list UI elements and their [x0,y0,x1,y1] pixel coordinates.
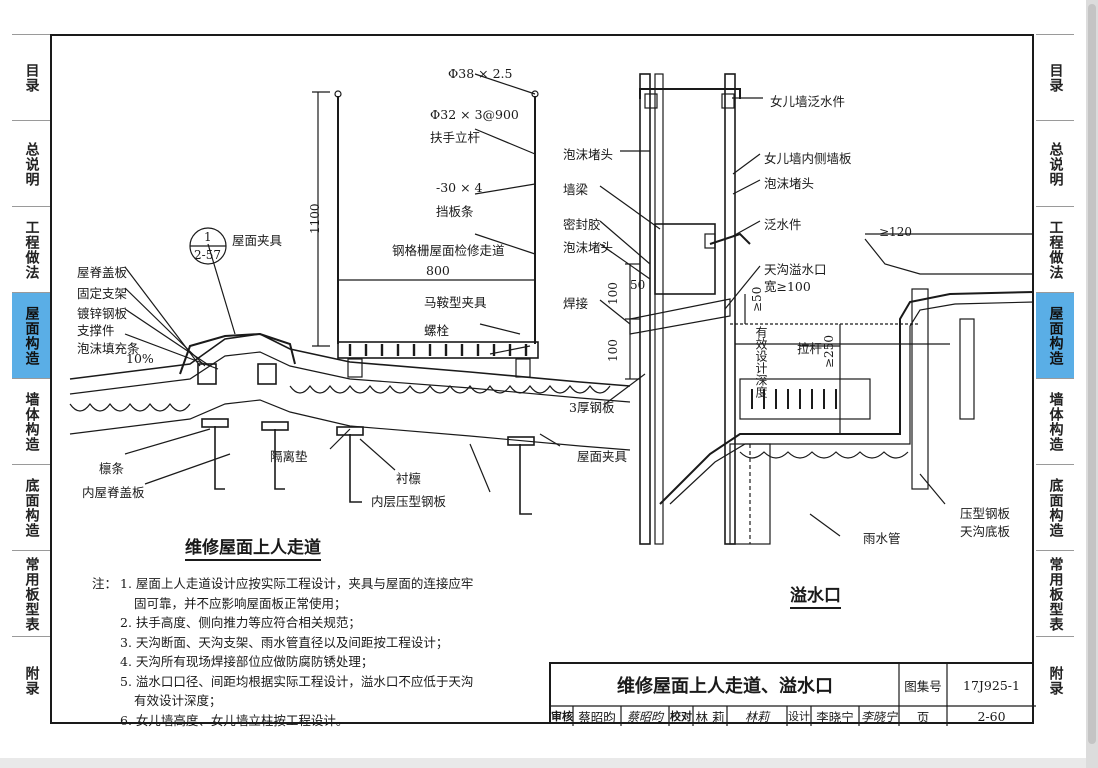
notes-head: 注： [92,576,118,591]
label-tie-rod: 拉杆 [797,341,823,356]
label-galv-support-2: 支撑件 [77,323,115,338]
label-foam-fill: 泡沫填充条 [77,341,140,356]
note-item: 2. 扶手高度、侧向推力等应符合相关规范； [120,615,361,630]
label-saddle-clamp: 马鞍型夹具 [424,295,487,310]
review-label: 审核 [551,710,573,723]
caption-overflow: 溢水口 [790,581,841,609]
nav-tab-right-wall[interactable]: 墙体构造 [1036,378,1074,465]
label-foam-plug-1: 泡沫堵头 [563,147,614,162]
check-label: 校对 [670,710,692,723]
label-foam-plug-2: 泡沫堵头 [764,176,815,191]
design-label: 设计 [788,710,810,723]
label-inner-ridge: 内屋脊盖板 [82,485,145,500]
sheet-title: 维修屋面上人走道、溢水口 [617,676,833,697]
label-post-name: 扶手立杆 [430,130,481,145]
atlas-label: 图集号 [904,678,942,694]
note-item: 6. 女儿墙高度、女儿墙立柱按工程设计。 [120,712,349,728]
designer-signature: 李晓宁 [860,709,897,724]
label-gutter-bottom-2: 天沟底板 [960,524,1011,539]
label-roof-clamp: 屋面夹具 [577,449,628,464]
atlas-number: 17J925-1 [963,677,1020,693]
drawing-page: 目录 总说明 工程做法 屋面构造 墙体构造 底面构造 常用板型表 附录 目录 总… [0,0,1086,758]
label-bolt: 螺栓 [424,323,450,338]
label-ref-sheet: 2-57 [194,248,221,262]
label-sealant: 密封胶 [563,217,601,232]
scrollbar-thumb[interactable] [1088,4,1096,744]
label-overflow-1: 天沟溢水口 [764,262,827,277]
label-flashing: 泛水件 [764,217,802,232]
label-steel-plate: 3厚钢板 [569,400,615,415]
label-dim-ge120: ≥120 [879,225,912,239]
reviewer-signature: 蔡昭昀 [626,709,663,724]
label-post-spec: Φ32 × 3@900 [430,107,519,122]
title-block: 维修屋面上人走道、溢水口 图集号 17J925-1 审核 蔡昭昀 蔡昭昀 校对 … [549,662,1036,726]
label-overflow-2: 宽≥100 [764,279,811,294]
label-width: 800 [426,263,450,278]
label-weld: 焊接 [563,296,589,311]
designer-name: 李晓宁 [816,709,854,725]
label-walkway: 钢格栅屋面检修走道 [392,243,505,258]
drawing-frame [50,34,1034,724]
checker-signature: 林莉 [744,709,769,724]
label-dim-100a: 100 [606,282,620,305]
label-slope: 10% [126,351,154,366]
construction-detail-drawing [69,73,1034,545]
label-dim-ge250: ≥250 [822,335,836,368]
label-foam-plug-3: 泡沫堵头 [563,240,614,255]
nav-tab-left-general[interactable]: 总说明 [12,120,50,207]
nav-tab-right-catalog[interactable]: 目录 [1036,34,1074,121]
label-wall-beam: 墙梁 [563,182,589,197]
label-parapet-inner: 女儿墙内侧墙板 [764,151,852,166]
nav-tab-right-method[interactable]: 工程做法 [1036,206,1074,293]
note-item: 1. 屋面上人走道设计应按实际工程设计，夹具与屋面的连接应牢 [120,576,474,591]
label-parapet-flash: 女儿墙泛水件 [770,94,846,109]
note-item: 固可靠，并不应影响屋面板正常使用； [134,595,347,611]
nav-tab-right-roof[interactable]: 屋面构造 [1036,292,1074,379]
note-item: 有效设计深度； [134,693,222,708]
label-roof-clamp-top: 屋面夹具 [232,233,283,248]
label-rail-dim: Φ38 × 2.5 [448,66,513,81]
page-number: 2-60 [977,708,1006,724]
nav-tab-right-general[interactable]: 总说明 [1036,120,1074,207]
label-dim-50: 50 [630,278,646,292]
title-block-grid [551,664,1036,726]
nav-tab-right-appendix[interactable]: 附录 [1036,636,1074,725]
note-item: 4. 天沟所有现场焊接部位应做防腐防锈处理； [120,654,374,669]
note-item: 5. 溢水口口径、间距均根据实际工程设计，溢水口不应低于天沟 [120,673,474,689]
nav-tab-right-panels[interactable]: 常用板型表 [1036,550,1074,637]
nav-tab-left-catalog[interactable]: 目录 [12,34,50,121]
caption-walkway: 维修屋面上人走道 [185,533,321,561]
label-height: 1100 [308,203,322,234]
notes-list: 1. 屋面上人走道设计应按实际工程设计，夹具与屋面的连接应牢 固可靠，并不应影响… [120,574,560,730]
nav-tab-left-appendix[interactable]: 附录 [12,636,50,725]
label-board-spec: -30 × 4 [436,180,483,195]
label-dim-ge50: ≥50 [750,286,764,312]
label-gutter-bottom-1: 压型钢板 [960,506,1011,521]
note-item: 3. 天沟断面、天沟支架、雨水管直径以及间距按工程设计； [120,634,449,650]
nav-tab-left-roof[interactable]: 屋面构造 [12,292,50,379]
label-board-name: 挡板条 [436,204,474,219]
label-ridge-cap: 屋脊盖板 [77,265,128,280]
checker-name: 林 莉 [695,709,725,725]
nav-tab-right-floor[interactable]: 底面构造 [1036,464,1074,551]
nav-tab-left-floor[interactable]: 底面构造 [12,464,50,551]
nav-tab-left-method[interactable]: 工程做法 [12,206,50,293]
label-depth-note: 有效设计深度 [754,326,768,398]
label-fixed-bracket: 固定支架 [77,286,128,301]
label-ref-num: 1 [204,230,212,244]
label-sub-purlin: 衬檩 [396,471,422,486]
vertical-scrollbar[interactable] [1086,0,1098,768]
nav-tab-left-panels[interactable]: 常用板型表 [12,550,50,637]
reviewer-name: 蔡昭昀 [578,709,616,725]
page-label: 页 [916,709,930,725]
label-isolation-pad: 隔离垫 [270,449,308,464]
label-galv-support-1: 镀锌钢板 [77,306,128,321]
label-inner-panel: 内层压型钢板 [371,494,447,509]
label-purlin: 檩条 [99,461,125,476]
label-dim-100b: 100 [606,339,620,362]
label-downpipe: 雨水管 [863,531,901,546]
nav-tab-left-wall[interactable]: 墙体构造 [12,378,50,465]
